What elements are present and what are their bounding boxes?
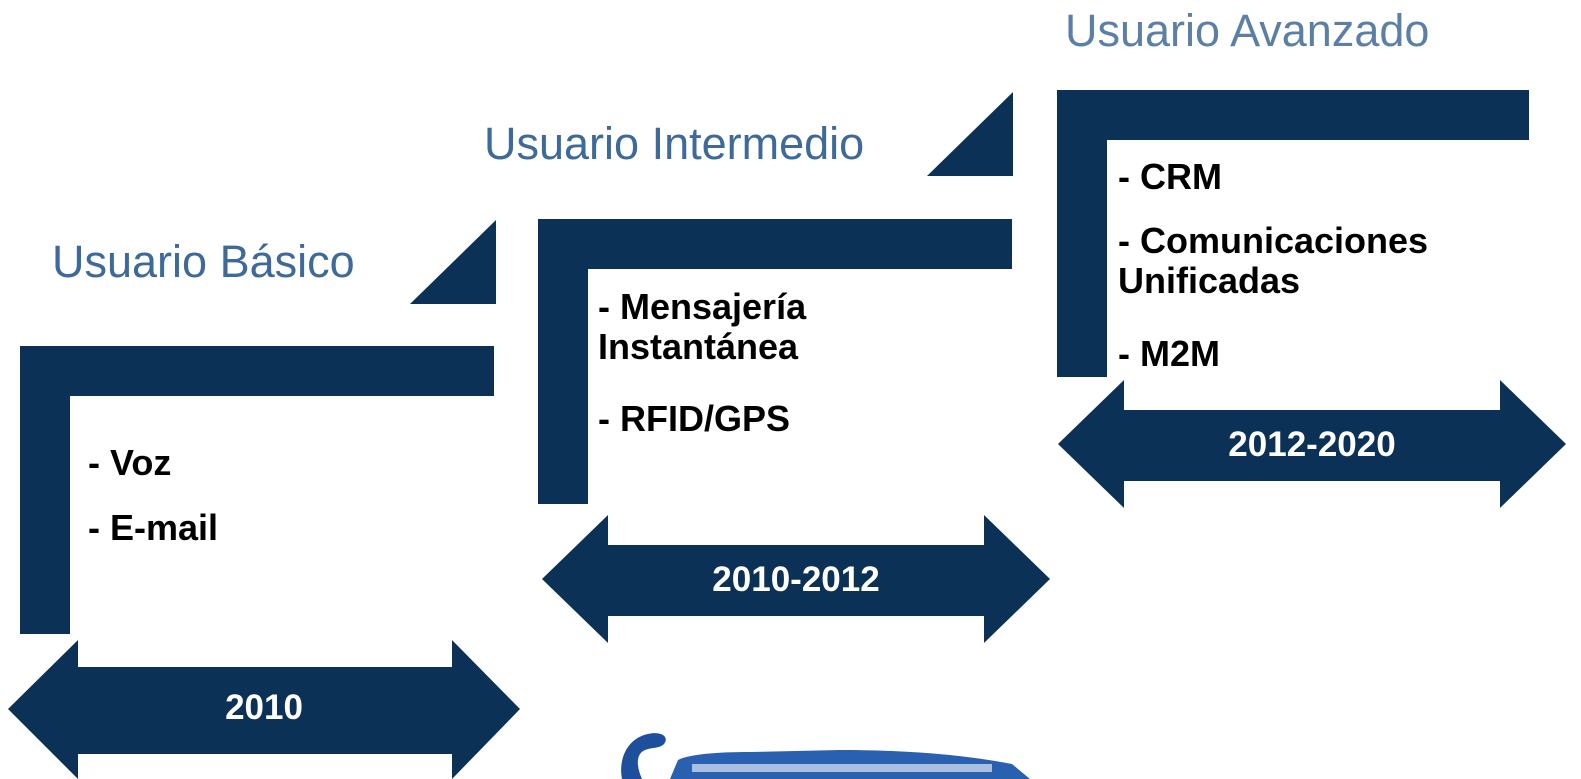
stage-advanced-item-m2m: - M2M xyxy=(1118,333,1220,374)
stage-advanced-item-comunicaciones: - Comunicaciones Unificadas xyxy=(1118,220,1429,302)
stage-intermediate-corner-triangle xyxy=(927,92,1013,176)
logo-partial xyxy=(621,733,1030,779)
stage-advanced-period-arrow xyxy=(1058,380,1566,508)
stage-intermediate-step-left-bar xyxy=(538,219,588,504)
stage-intermediate-period-label: 2010-2012 xyxy=(712,560,880,599)
stage-intermediate-title: Usuario Intermedio xyxy=(484,118,865,169)
stage-basic-title: Usuario Básico xyxy=(52,236,355,287)
stage-intermediate-period-arrow xyxy=(542,515,1050,643)
stage-basic-step-left-bar xyxy=(20,346,70,634)
stage-basic-period-label: 2010 xyxy=(225,688,303,727)
stage-advanced-step-top-bar xyxy=(1057,90,1529,140)
stage-basic-item-email: - E-mail xyxy=(88,507,219,548)
stage-basic-period-arrow xyxy=(8,640,520,779)
stage-basic-corner-triangle xyxy=(410,220,496,304)
stage-advanced-title: Usuario Avanzado xyxy=(1065,5,1430,56)
stage-intermediate-step-top-bar xyxy=(538,219,1012,269)
stage-advanced-item-crm: - CRM xyxy=(1118,156,1222,197)
stage-advanced-step-left-bar xyxy=(1057,90,1107,377)
stage-intermediate-item-rfid-gps: - RFID/GPS xyxy=(598,398,791,439)
stage-basic-item-voz: - Voz xyxy=(88,442,172,483)
stage-intermediate-item-mensajeria: - Mensajería Instantánea xyxy=(598,286,807,368)
stage-basic-step-top-bar xyxy=(20,346,494,396)
stage-advanced-period-label: 2012-2020 xyxy=(1228,425,1396,464)
